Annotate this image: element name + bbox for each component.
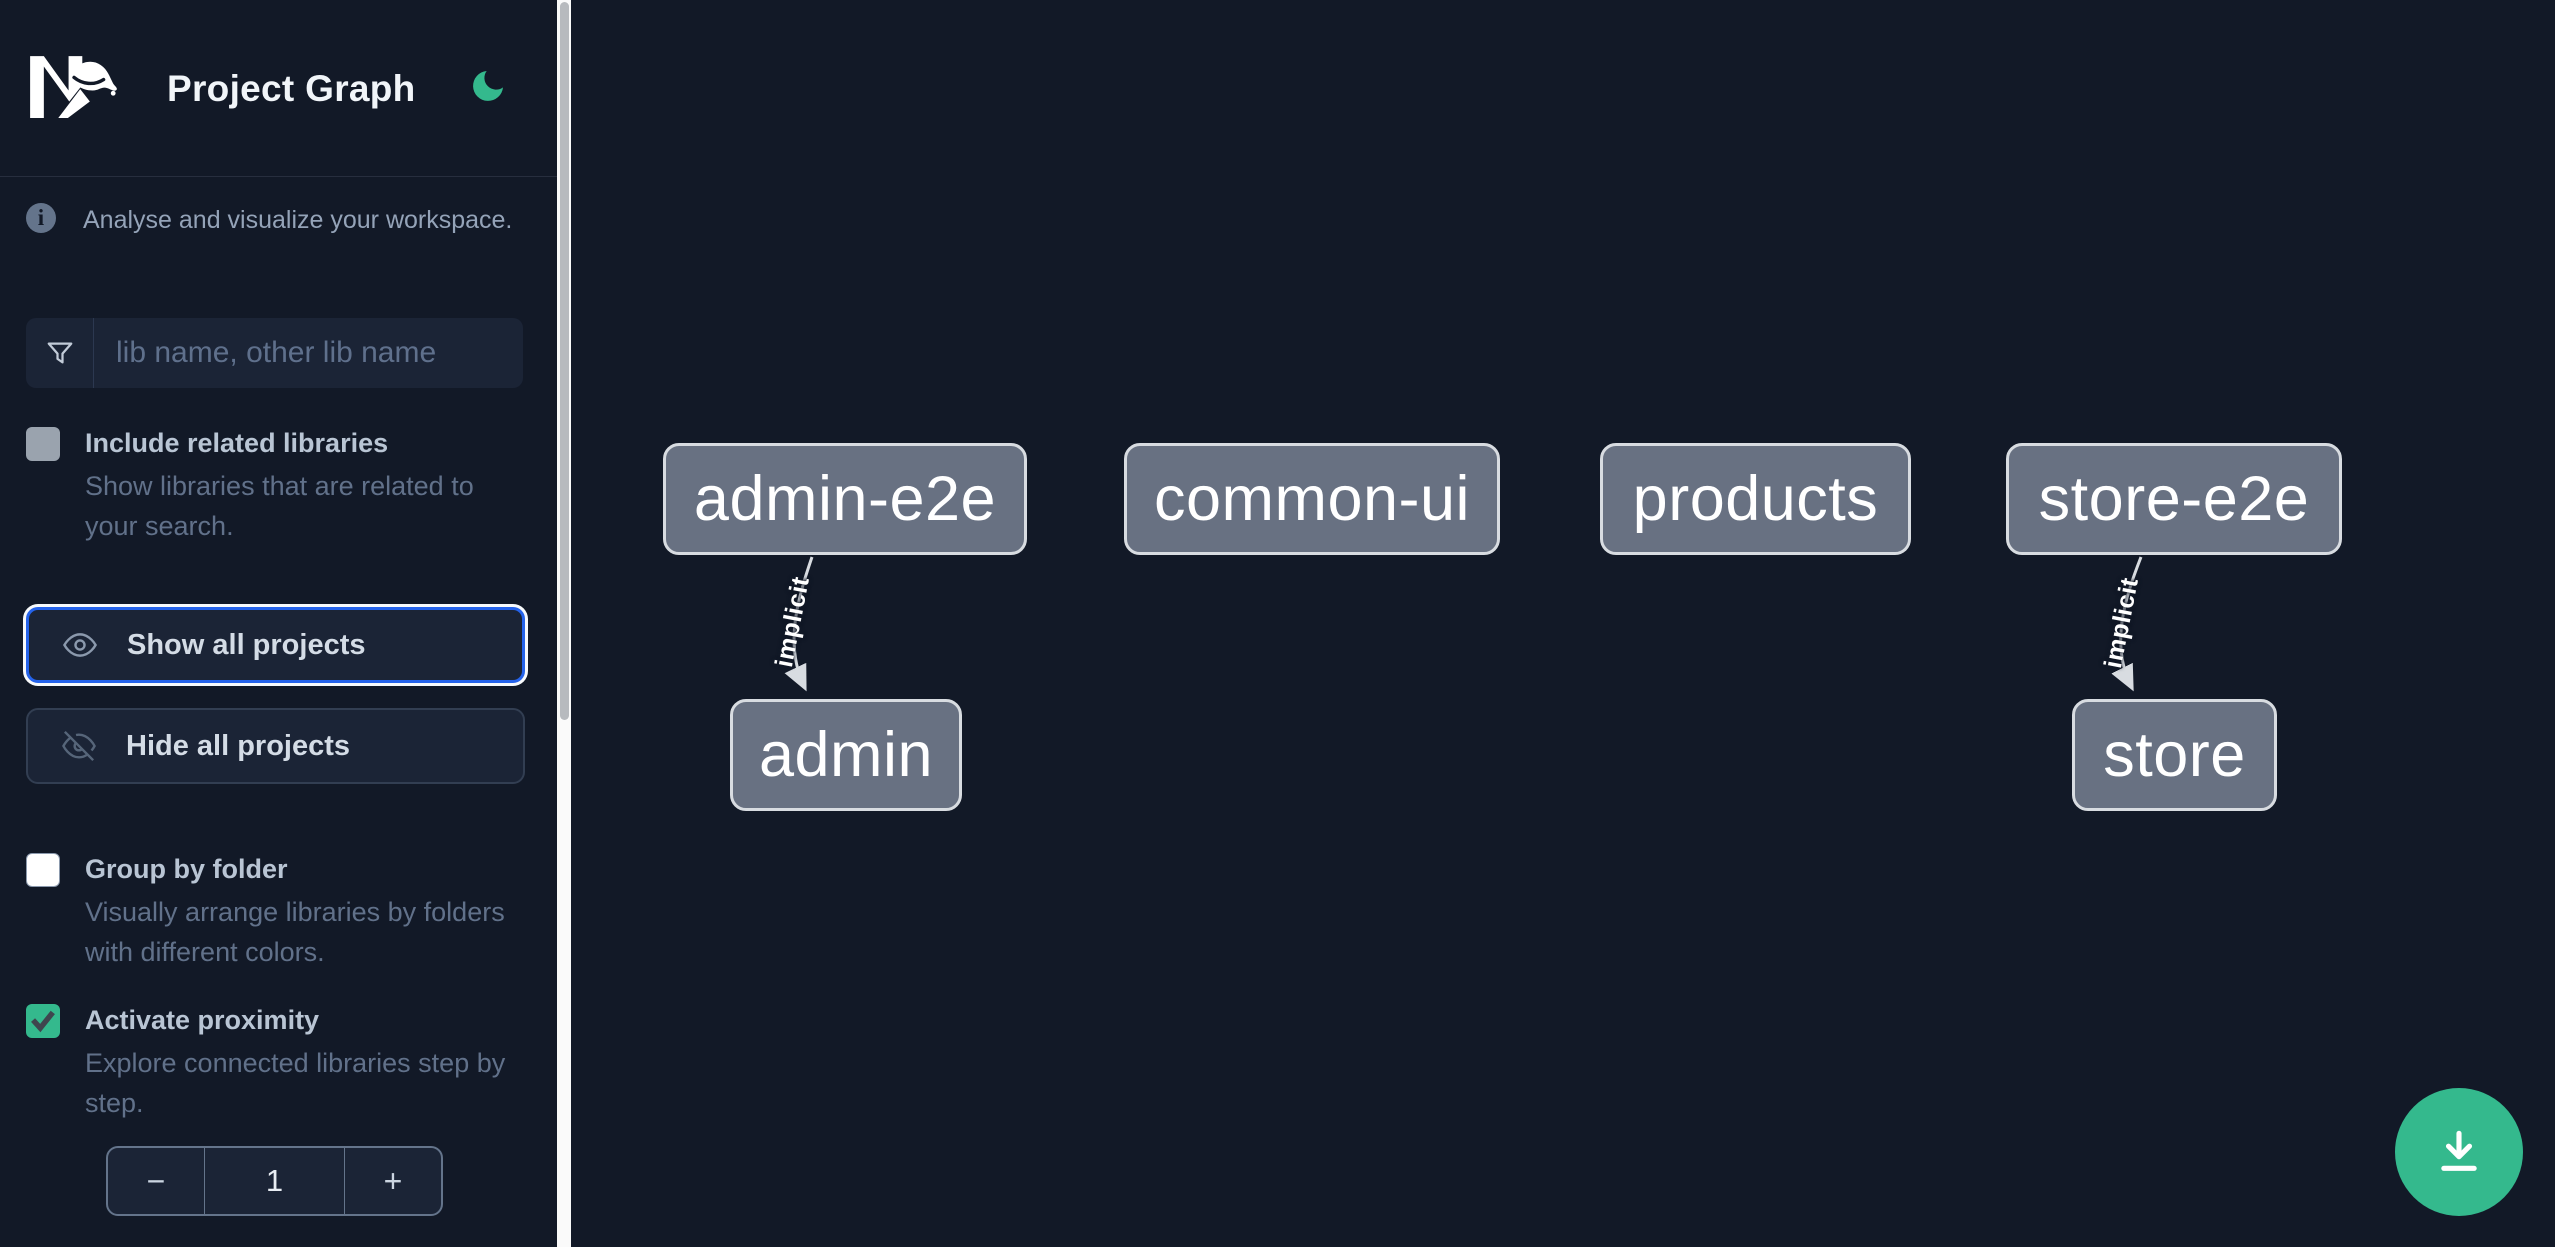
include-related-label[interactable]: Include related libraries [85, 428, 389, 458]
include-related-description: Show libraries that are related to your … [85, 471, 474, 541]
show-all-projects-button[interactable]: Show all projects [26, 607, 525, 683]
activate-proximity-checkbox[interactable] [26, 1004, 60, 1038]
show-all-projects-label: Show all projects [127, 628, 366, 661]
sidebar-scrollbar-track [557, 0, 571, 1247]
sidebar-header: Project Graph [0, 0, 557, 176]
graph-node-admin[interactable]: admin [730, 699, 962, 811]
increment-button[interactable]: + [344, 1148, 441, 1214]
graph-node-common-ui[interactable]: common-ui [1124, 443, 1500, 555]
eye-icon [63, 633, 97, 657]
decrement-button[interactable]: − [108, 1148, 205, 1214]
download-image-button[interactable] [2395, 1088, 2523, 1216]
group-by-folder-description: Visually arrange libraries by folders wi… [85, 897, 505, 967]
page-title: Project Graph [167, 68, 416, 109]
sidebar: Project Graph i Analyse and visualize yo… [0, 0, 557, 1247]
graph-node-store-e2e[interactable]: store-e2e [2006, 443, 2342, 555]
header-divider [0, 176, 557, 177]
graph-node-store[interactable]: store [2072, 699, 2277, 811]
activate-proximity-description: Explore connected libraries step by step… [85, 1048, 506, 1118]
sidebar-scrollbar-thumb[interactable] [559, 2, 569, 720]
filter-funnel-icon [26, 318, 94, 388]
workspace-intro: i Analyse and visualize your workspace. [26, 203, 526, 236]
group-by-folder-option: Group by folder Visually arrange librari… [26, 851, 526, 972]
search-input[interactable] [94, 318, 524, 388]
graph-node-admin-e2e[interactable]: admin-e2e [663, 443, 1027, 555]
activate-proximity-label[interactable]: Activate proximity [85, 1005, 320, 1035]
filter-search-box [26, 318, 524, 388]
nx-logo-icon [30, 56, 117, 118]
group-by-folder-checkbox[interactable] [26, 853, 60, 887]
download-icon [2441, 1130, 2477, 1171]
proximity-depth-stepper: − 1 + [106, 1146, 443, 1216]
activate-proximity-option: Activate proximity Explore connected lib… [26, 1002, 526, 1123]
project-graph-canvas[interactable] [571, 0, 2555, 1247]
intro-text: Analyse and visualize your workspace. [83, 206, 513, 234]
include-related-checkbox[interactable] [26, 427, 60, 461]
hide-all-projects-label: Hide all projects [126, 729, 351, 762]
graph-node-products[interactable]: products [1600, 443, 1911, 555]
theme-toggle-moon-icon[interactable] [468, 66, 508, 106]
include-related-option: Include related libraries Show libraries… [26, 425, 526, 546]
group-by-folder-label[interactable]: Group by folder [85, 854, 288, 884]
info-icon: i [26, 203, 56, 233]
checkmark-icon [31, 1010, 55, 1033]
proximity-depth-value[interactable]: 1 [265, 1163, 284, 1198]
hide-all-projects-button[interactable]: Hide all projects [26, 708, 525, 784]
eye-off-icon [62, 730, 96, 762]
